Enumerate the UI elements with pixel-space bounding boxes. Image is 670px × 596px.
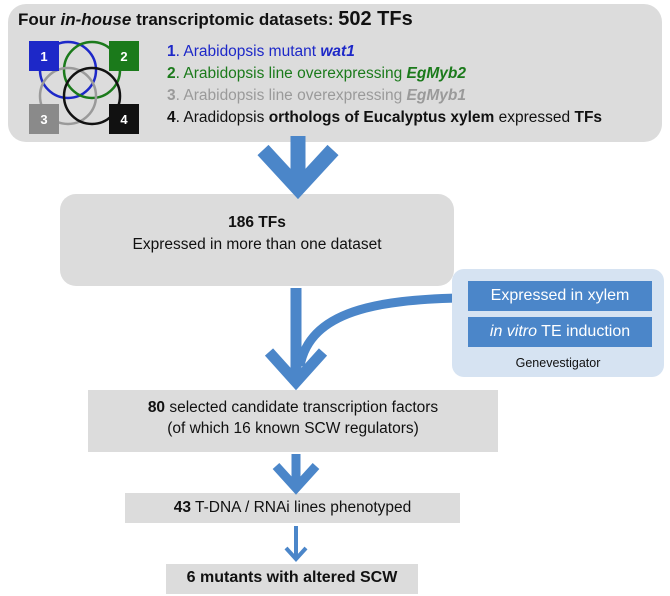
genevestigator-label: Genevestigator — [515, 356, 601, 370]
venn-circle-4 — [62, 66, 122, 126]
dataset-1: 1. Arabidopsis mutant wat1 — [167, 43, 355, 60]
step-candidates-line2: (of which 16 known SCW regulators) — [167, 420, 419, 437]
venn-square-3 — [29, 104, 59, 134]
step-186-subtitle: Expressed in more than one dataset — [132, 236, 382, 253]
step-tdna-text: 43 T-DNA / RNAi lines phenotyped — [173, 499, 412, 516]
step-candidates-line1: 80 selected candidate transcription fact… — [147, 399, 439, 416]
venn-square-1 — [29, 41, 59, 71]
title-count: 502 TFs — [338, 8, 413, 30]
filter-te-induction: in vitro TE induction — [468, 317, 652, 347]
filter-expressed-in-xylem: Expressed in xylem — [468, 281, 652, 311]
title-middle: transcriptomic datasets: — [131, 10, 339, 29]
arrow-3-icon — [272, 454, 320, 495]
venn-label-1: 1 — [40, 49, 47, 64]
step-mutants-text: 6 mutants with altered SCW — [186, 569, 398, 586]
step-mutants-box — [166, 564, 418, 594]
venn-label-3: 3 — [40, 112, 47, 127]
step-tdna-box — [125, 493, 460, 523]
step-186-title: 186 TFs — [228, 214, 286, 231]
title-italic: in-house — [60, 10, 132, 29]
dataset-4: 4. Aradidopsis orthologs of Eucalyptus x… — [167, 109, 603, 126]
step-mutants: 6 mutants with altered SCW — [166, 564, 418, 594]
title-prefix: Four — [18, 10, 61, 29]
venn-square-2 — [109, 41, 139, 71]
dataset-2: 2. Arabidopsis line overexpressing EgMyb… — [167, 65, 466, 82]
datasets-title: Four in-house transcriptomic datasets: 5… — [18, 8, 413, 31]
step-186-tfs-box — [60, 194, 454, 286]
venn-label-2: 2 — [120, 49, 127, 64]
step-candidates-box — [88, 390, 498, 452]
dataset-3: 3. Arabidopsis line overexpressing EgMyb… — [167, 87, 466, 104]
venn-circle-3 — [38, 66, 98, 126]
genevestigator-panel: Expressed in xylem in vitro TE induction… — [452, 269, 664, 377]
venn-square-4 — [109, 104, 139, 134]
arrow-1-icon — [257, 136, 339, 200]
step-186-tfs: 186 TFs Expressed in more than one datas… — [60, 194, 454, 286]
venn-label-4: 4 — [120, 112, 128, 127]
genevestigator-merge-arrow-icon — [295, 293, 459, 367]
step-tdna: 43 T-DNA / RNAi lines phenotyped — [125, 493, 460, 523]
venn-diagram-icon: 1 2 3 4 — [29, 40, 139, 134]
arrow-4-icon — [284, 526, 308, 562]
step-candidates: 80 selected candidate transcription fact… — [88, 390, 498, 452]
